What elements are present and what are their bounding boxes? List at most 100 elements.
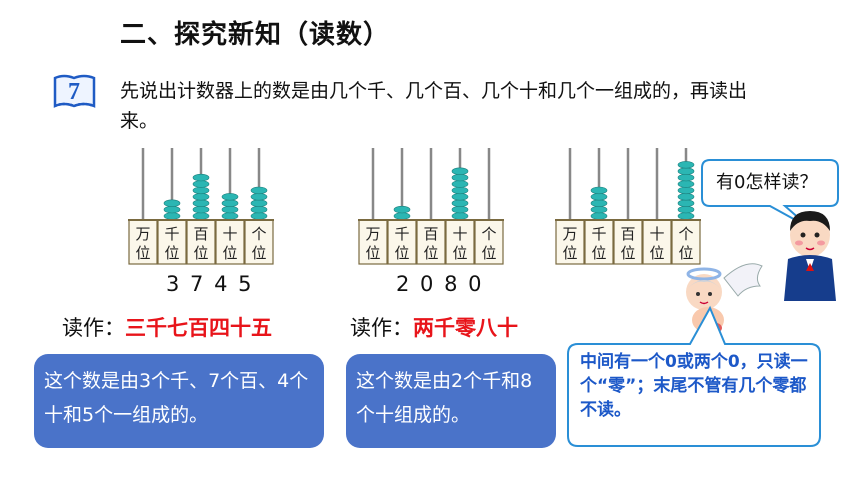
place-label-bottom: 位 [365,244,380,262]
place-label-bottom: 位 [620,244,635,262]
bead [250,199,268,207]
bead [221,212,239,220]
reading-2-value: 两千零八十 [413,316,518,340]
place-label-top: 千 [164,225,179,243]
explanation-box-1: 这个数是由3个千、7个百、4个十和5个一组成的。 [34,354,324,448]
bead [192,173,210,182]
bead [451,205,469,214]
bead [192,186,210,195]
place-label-bottom: 位 [452,244,467,262]
place-label-box [128,219,158,265]
bead [192,199,210,207]
section-title: 二、探究新知（读数） [120,20,391,50]
bead [393,212,411,220]
bead [221,193,239,201]
bead [192,193,210,201]
reading-1: 读作：三千七百四十五 [62,312,272,342]
abacus-2-digits: 2 0 8 0 [396,272,484,296]
abacus-1: 万位千位百位十位个位 [128,140,278,272]
place-label-top: 个 [481,225,496,243]
bead [590,199,608,207]
place-label-box [445,219,475,265]
bead [590,186,608,195]
bead [590,193,608,201]
abacus-2: 万位千位百位十位个位 [358,140,508,272]
example-number-badge: 7 [52,72,96,110]
bead [163,205,181,214]
place-label-top: 十 [452,225,467,243]
bead [451,186,469,195]
place-label-bottom: 位 [251,244,266,262]
bead [451,212,469,220]
place-label-top: 个 [251,225,266,243]
place-label-top: 万 [135,225,150,243]
bead [590,212,608,220]
rule-bubble-text: 中间有一个0或两个0，只读一个“零”；末尾不管有几个零都不读。 [580,352,808,420]
place-label-top: 万 [562,225,577,243]
bead [163,212,181,220]
bead [192,205,210,214]
place-label-bottom: 位 [423,244,438,262]
explanation-box-2: 这个数是由2个千和8个十组成的。 [346,354,556,448]
place-label-box [416,219,446,265]
place-label-top: 十 [649,225,664,243]
place-label-bottom: 位 [164,244,179,262]
question-bubble-text: 有0怎样读？ [716,172,818,193]
place-label-top: 十 [222,225,237,243]
example-number: 7 [68,79,80,105]
bead [250,205,268,214]
place-label-top: 百 [423,225,438,243]
place-label-bottom: 位 [135,244,150,262]
bead [250,193,268,201]
bead [250,212,268,220]
place-label-bottom: 位 [222,244,237,262]
place-label-top: 个 [678,225,693,243]
bead [451,193,469,201]
bead [221,199,239,207]
bead [192,180,210,188]
bead [221,205,239,214]
bubble-shape-2 [567,305,821,447]
bead [393,205,411,214]
book-icon: 7 [53,74,96,108]
place-label-top: 百 [620,225,635,243]
abacus-1-digits: 3 7 4 5 [166,272,254,296]
place-label-box [613,219,643,265]
place-label-bottom: 位 [481,244,496,262]
abacus-3: 万位千位百位十位个位 [555,140,705,272]
bead [451,199,469,207]
bead [451,167,469,175]
place-label-bottom: 位 [678,244,693,262]
place-label-bottom: 位 [562,244,577,262]
bead [590,205,608,214]
bead [451,173,469,182]
boy-character-illustration [784,211,836,301]
place-label-box [642,219,672,265]
bead [250,186,268,195]
bead [451,180,469,188]
bead [163,199,181,207]
place-label-box [186,219,216,265]
reading-1-value: 三千七百四十五 [125,316,272,340]
place-label-box [215,219,245,265]
place-label-box [671,219,701,265]
place-label-top: 百 [193,225,208,243]
place-label-bottom: 位 [394,244,409,262]
place-label-bottom: 位 [193,244,208,262]
bead [677,161,695,169]
place-label-top: 千 [591,225,606,243]
place-label-top: 万 [365,225,380,243]
place-label-box [584,219,614,265]
bead [192,212,210,220]
reading-2-label: 读作： [350,316,413,340]
place-label-bottom: 位 [649,244,664,262]
reading-1-label: 读作： [62,316,125,340]
place-label-top: 千 [394,225,409,243]
place-label-box [474,219,504,265]
reading-2: 读作：两千零八十 [350,312,518,342]
place-label-box [358,219,388,265]
question-text: 先说出计数器上的数是由几个千、几个百、几个十和几个一组成的，再读出来。 [120,80,748,132]
